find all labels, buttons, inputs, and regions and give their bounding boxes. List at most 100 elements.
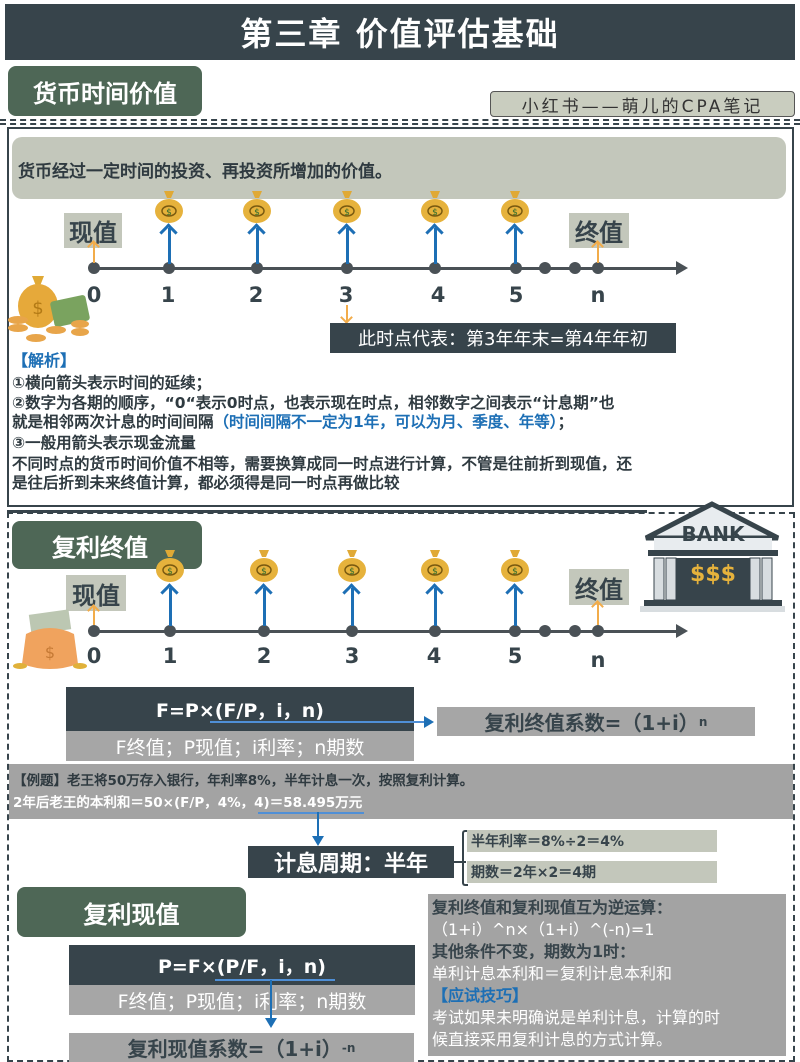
timeline-dot xyxy=(341,262,353,274)
formula-underline xyxy=(215,979,335,981)
formula-underline xyxy=(210,721,424,723)
analysis-point-2b-end: ； xyxy=(557,413,574,431)
analysis-summary-a: 不同时点的货币时间价值不相等，需要换算成同一时点进行计算，不管是往前折到现值，还 xyxy=(12,455,633,473)
tick-label: n xyxy=(590,648,606,672)
arrow-down-icon xyxy=(265,1018,277,1028)
compounding-period: 计息周期：半年 xyxy=(248,846,454,878)
example-answer: 2年后老王的本利和＝50×(F/P，4%，4)＝58.495万元 xyxy=(13,795,363,811)
svg-text:$: $ xyxy=(512,567,518,577)
timeline-dot xyxy=(429,262,441,274)
present-arrow-icon xyxy=(93,607,95,625)
cashflow-arrow-icon xyxy=(168,228,171,264)
example-underline xyxy=(258,812,364,814)
timepoint-note: 此时点代表：第3年年末=第4年年初 xyxy=(330,323,676,353)
present-arrow-icon xyxy=(93,243,95,263)
timeline-dot xyxy=(592,262,604,274)
definition-text: 货币经过一定时间的投资、再投资所增加的价值。 xyxy=(18,162,392,182)
timeline-dot xyxy=(569,262,581,274)
coefficient-text: 复利现值系数=（1+i） xyxy=(127,1037,342,1061)
analysis-heading: 【解析】 xyxy=(12,351,77,370)
panel-line-7: 候直接采用复利计息的方式计算。 xyxy=(432,1030,673,1049)
svg-text:$: $ xyxy=(261,567,267,577)
coefficient-exponent: n xyxy=(698,714,708,729)
cashflow-arrow-icon xyxy=(351,588,354,626)
formula-legend: F终值；P现值；i利率；n期数 xyxy=(69,985,415,1015)
tick-label: 2 xyxy=(256,644,272,668)
timeline-arrowhead-icon xyxy=(676,624,688,638)
money-bag-icon: $ xyxy=(501,550,529,582)
analysis-point-2b: 就是相邻两次计息的时间间隔（时间间隔不一定为1年，可以为月、季度、年等）； xyxy=(12,413,573,431)
cashflow-arrow-icon xyxy=(346,228,349,264)
analysis-point-2a: ②数字为各期的顺序，“0“表示0时点，也表示现在时点，相邻数字之间表示“计息期”… xyxy=(12,394,615,412)
present-value-coefficient: 复利现值系数=（1+i）-n xyxy=(69,1033,414,1062)
analysis-point-2b-text: 就是相邻两次计息的时间间隔 xyxy=(12,413,214,431)
timeline-dot xyxy=(510,262,522,274)
tick-label: n xyxy=(590,283,606,307)
cashflow-arrow-icon xyxy=(169,588,172,626)
timeline-dot xyxy=(88,262,100,274)
tick-label: 0 xyxy=(86,283,102,307)
money-bag-icon: $ xyxy=(421,550,449,582)
timeline-dot xyxy=(164,625,176,637)
cashflow-arrow-icon xyxy=(434,588,437,626)
page-title: 第三章 价值评估基础 xyxy=(5,4,795,60)
future-arrow-icon xyxy=(597,603,599,625)
present-value-formula: P=F×(P/F，i，n) xyxy=(69,945,415,985)
timeline-dot xyxy=(346,625,358,637)
future-value-coefficient: 复利终值系数=（1+i）n xyxy=(437,707,755,736)
period-count: 期数＝2年×2＝4期 xyxy=(467,861,717,883)
money-bag-icon: $ xyxy=(333,191,361,223)
svg-text:$: $ xyxy=(432,567,438,577)
cashflow-arrow-icon xyxy=(263,588,266,626)
future-value-label: 终值 xyxy=(569,569,629,605)
tick-label: 1 xyxy=(162,644,178,668)
analysis-point-1: ①横向箭头表示时间的延续； xyxy=(12,374,212,392)
svg-text:$: $ xyxy=(254,208,260,218)
connector-line xyxy=(317,812,319,838)
panel-line-3: 其他条件不变，期数为1时： xyxy=(432,942,636,961)
bank-label: BANK xyxy=(681,522,745,546)
timeline-axis xyxy=(94,630,678,633)
bank-money-label: $$$ xyxy=(690,562,736,587)
coefficient-text: 复利终值系数=（1+i） xyxy=(484,711,699,735)
svg-text:$: $ xyxy=(432,208,438,218)
tick-label: 4 xyxy=(426,644,442,668)
tick-label: 2 xyxy=(248,283,264,307)
panel-line-6: 考试如果未明确说是单利计息，计算的时 xyxy=(432,1008,721,1027)
money-bag-icon: $ xyxy=(156,550,184,582)
money-bag-icon: $ xyxy=(338,550,366,582)
analysis-summary-b: 是往后折到未来终值计算，都必须得是同一时点再做比较 xyxy=(12,474,400,492)
cash-sack-icon: $ xyxy=(13,609,87,669)
tick-label: 3 xyxy=(344,644,360,668)
money-bag-icon: $ xyxy=(243,191,271,223)
money-bag-icon: $ xyxy=(421,191,449,223)
timeline-dot xyxy=(592,625,604,637)
svg-text:$: $ xyxy=(344,208,350,218)
cashflow-arrow-icon xyxy=(256,228,259,264)
watermark: 小红书——萌儿的CPA笔记 xyxy=(490,91,795,117)
half-year-rate: 半年利率＝8%÷2＝4% xyxy=(467,830,717,852)
bank-icon xyxy=(640,501,785,612)
analysis-point-3: ③一般用箭头表示现金流量 xyxy=(12,434,196,452)
future-arrow-icon xyxy=(597,243,599,263)
timeline-arrowhead-icon xyxy=(676,261,688,275)
timeline-dot xyxy=(509,625,521,637)
svg-text:$: $ xyxy=(166,208,172,218)
exam-tip-heading: 【应试技巧】 xyxy=(432,986,529,1005)
svg-text:$: $ xyxy=(512,208,518,218)
cashflow-arrow-icon xyxy=(514,228,517,264)
section-divider xyxy=(7,510,647,513)
money-pile-icon: $ xyxy=(8,276,90,342)
analysis-point-2b-highlight: （时间间隔不一定为1年，可以为月、季度、年等） xyxy=(213,413,558,431)
arrow-down-icon xyxy=(312,836,324,846)
bracket xyxy=(462,830,468,886)
svg-text:$: $ xyxy=(167,567,173,577)
note-arrow-icon xyxy=(346,305,348,321)
money-bag-icon: $ xyxy=(155,191,183,223)
arrow-right-icon xyxy=(424,716,434,728)
tick-label: 1 xyxy=(160,283,176,307)
money-bag-icon: $ xyxy=(501,191,529,223)
section1-box xyxy=(7,127,794,507)
section-tag-compound-present: 复利现值 xyxy=(17,887,246,937)
timeline-dot xyxy=(258,625,270,637)
